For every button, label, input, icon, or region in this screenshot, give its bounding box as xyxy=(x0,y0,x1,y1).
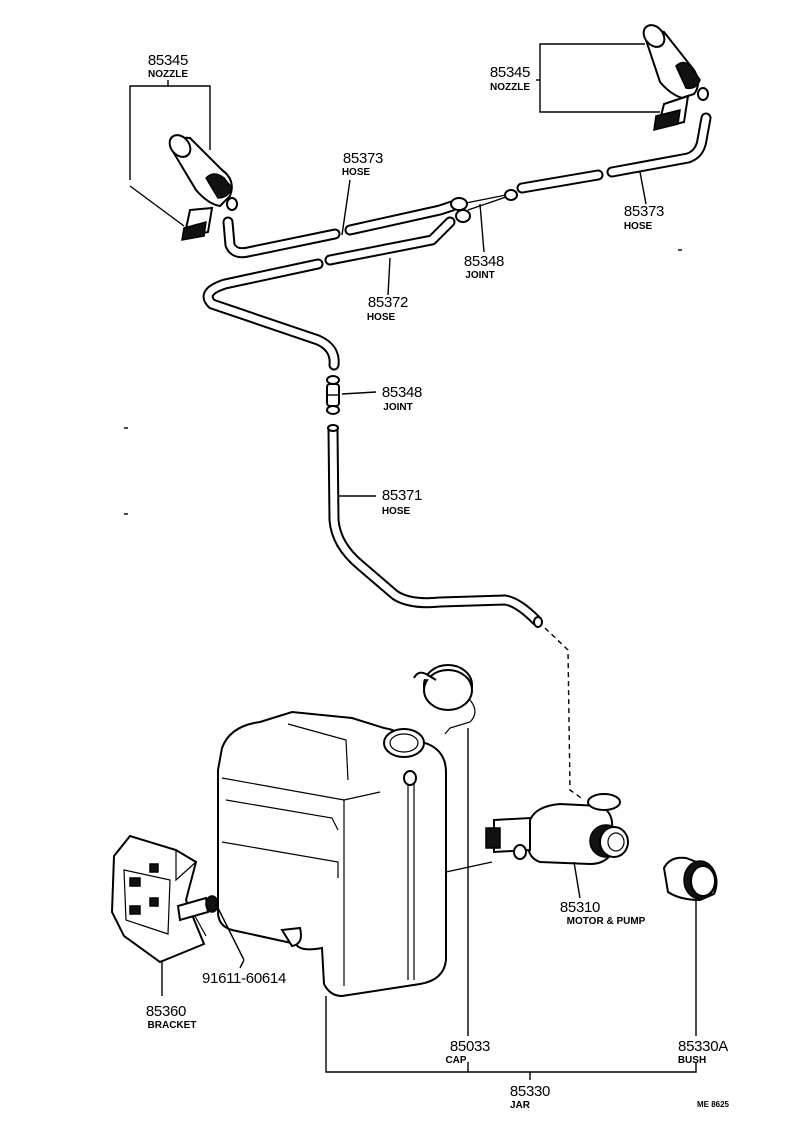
hose-85371 xyxy=(327,424,542,626)
nozzle-left-number: 85345 xyxy=(148,52,188,69)
drawing-code: ME 8625 xyxy=(697,1100,730,1109)
hose-85373-left-number: 85373 xyxy=(343,150,383,167)
motor-pump-number: 85310 xyxy=(560,899,600,916)
bolt-number: 91611-60614 xyxy=(202,970,286,987)
bush-number: 85330A xyxy=(678,1038,728,1055)
hose-85373-left-name: HOSE xyxy=(342,167,371,178)
bracket-drawing xyxy=(110,834,207,964)
margin-ticks xyxy=(124,249,682,515)
bracket-number: 85360 xyxy=(146,1003,186,1020)
bush-drawing xyxy=(662,856,718,902)
nozzle-left-drawing xyxy=(168,134,238,241)
joint-lower-name: JOINT xyxy=(383,402,412,413)
hose-85371-number: 85371 xyxy=(382,487,422,504)
hose-85373-right-number: 85373 xyxy=(624,203,664,220)
joint-upper xyxy=(450,189,518,223)
nozzle-right-drawing xyxy=(642,24,709,131)
hose-85371-name: HOSE xyxy=(382,506,411,517)
bolt-drawing xyxy=(176,895,245,961)
bracket-name: BRACKET xyxy=(148,1020,197,1031)
jar-number: 85330 xyxy=(510,1083,550,1100)
nozzle-left-name: NOZZLE xyxy=(148,69,188,80)
cap-name: CAP xyxy=(445,1055,466,1066)
joint-lower xyxy=(326,375,340,415)
nozzle-right-number: 85345 xyxy=(490,64,530,81)
cap-number: 85033 xyxy=(450,1038,490,1055)
hose-85372-number: 85372 xyxy=(368,294,408,311)
hose-assembly xyxy=(202,112,712,628)
motor-pump-drawing xyxy=(445,793,629,873)
labels: 85345 NOZZLE 85345 NOZZLE 85373 HOSE 853… xyxy=(146,52,730,1111)
joint-lower-number: 85348 xyxy=(382,384,422,401)
connection-dash xyxy=(544,627,585,801)
jar-name: JAR xyxy=(510,1100,531,1111)
jar-drawing xyxy=(217,710,447,998)
hose-85373-right-name: HOSE xyxy=(624,221,653,232)
cap-drawing xyxy=(413,664,476,735)
nozzle-right-name: NOZZLE xyxy=(490,82,530,93)
joint-upper-name: JOINT xyxy=(465,270,494,281)
hose-85372-name: HOSE xyxy=(367,312,396,323)
hose-85373-right xyxy=(516,112,712,194)
joint-upper-number: 85348 xyxy=(464,253,504,270)
bush-name: BUSH xyxy=(678,1055,706,1066)
motor-pump-name: MOTOR & PUMP xyxy=(567,916,646,927)
leader-lines xyxy=(129,43,697,1080)
